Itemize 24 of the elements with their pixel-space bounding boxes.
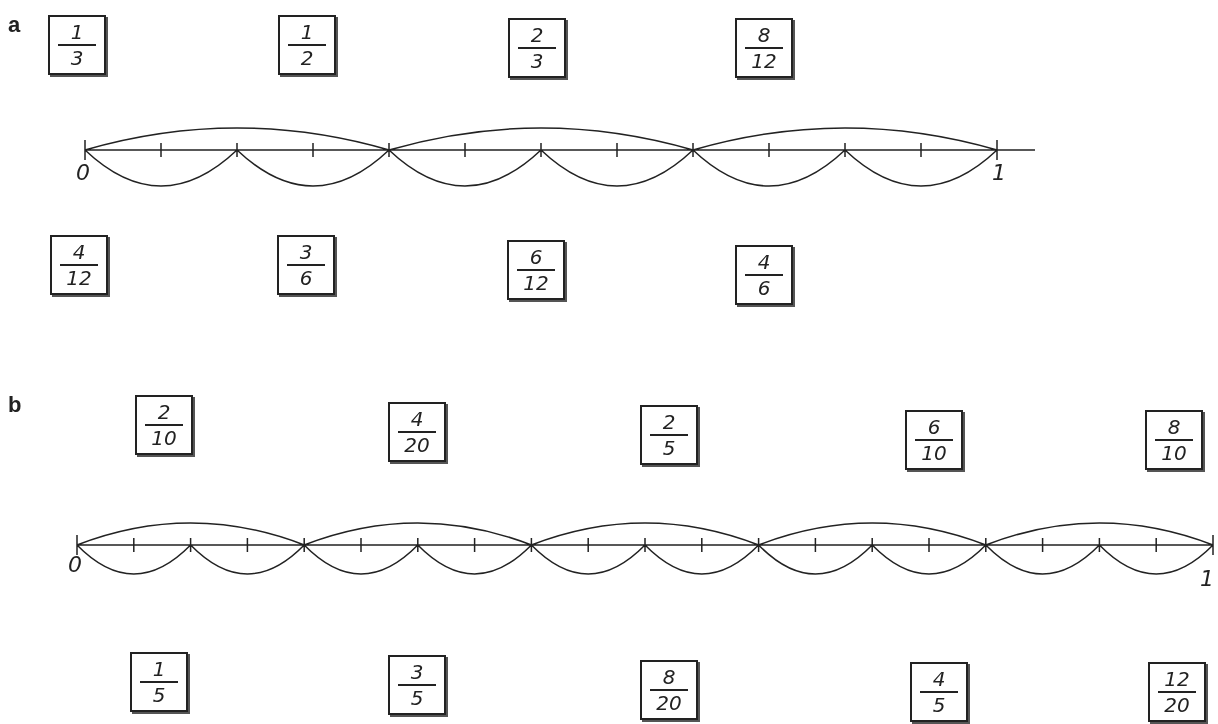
tick-value: 0 bbox=[76, 160, 90, 185]
fraction-card: 1 5 bbox=[130, 652, 188, 712]
part-letter: b bbox=[8, 392, 22, 418]
fraction-card: 2 5 bbox=[640, 405, 698, 465]
fraction-card: 3 5 bbox=[388, 655, 446, 715]
fraction-card: 6 10 bbox=[905, 410, 963, 470]
fraction-card: 8 20 bbox=[640, 660, 698, 720]
fraction-card: 4 5 bbox=[910, 662, 968, 722]
tick-value: 1 bbox=[1200, 566, 1214, 591]
fraction-card: 2 3 bbox=[508, 18, 566, 78]
part-letter: a bbox=[8, 12, 21, 38]
fraction-card: 8 10 bbox=[1145, 410, 1203, 470]
fraction-card: 1 2 bbox=[278, 15, 336, 75]
fraction-card: 3 6 bbox=[277, 235, 335, 295]
fraction-card: 12 20 bbox=[1148, 662, 1206, 722]
fraction-card: 4 20 bbox=[388, 402, 446, 462]
tick-value: 0 bbox=[68, 552, 82, 577]
fraction-card: 1 3 bbox=[48, 15, 106, 75]
fraction-card: 4 6 bbox=[735, 245, 793, 305]
fraction-card: 2 10 bbox=[135, 395, 193, 455]
fraction-card: 4 12 bbox=[50, 235, 108, 295]
fraction-card: 8 12 bbox=[735, 18, 793, 78]
fraction-card: 6 12 bbox=[507, 240, 565, 300]
tick-value: 1 bbox=[992, 160, 1006, 185]
